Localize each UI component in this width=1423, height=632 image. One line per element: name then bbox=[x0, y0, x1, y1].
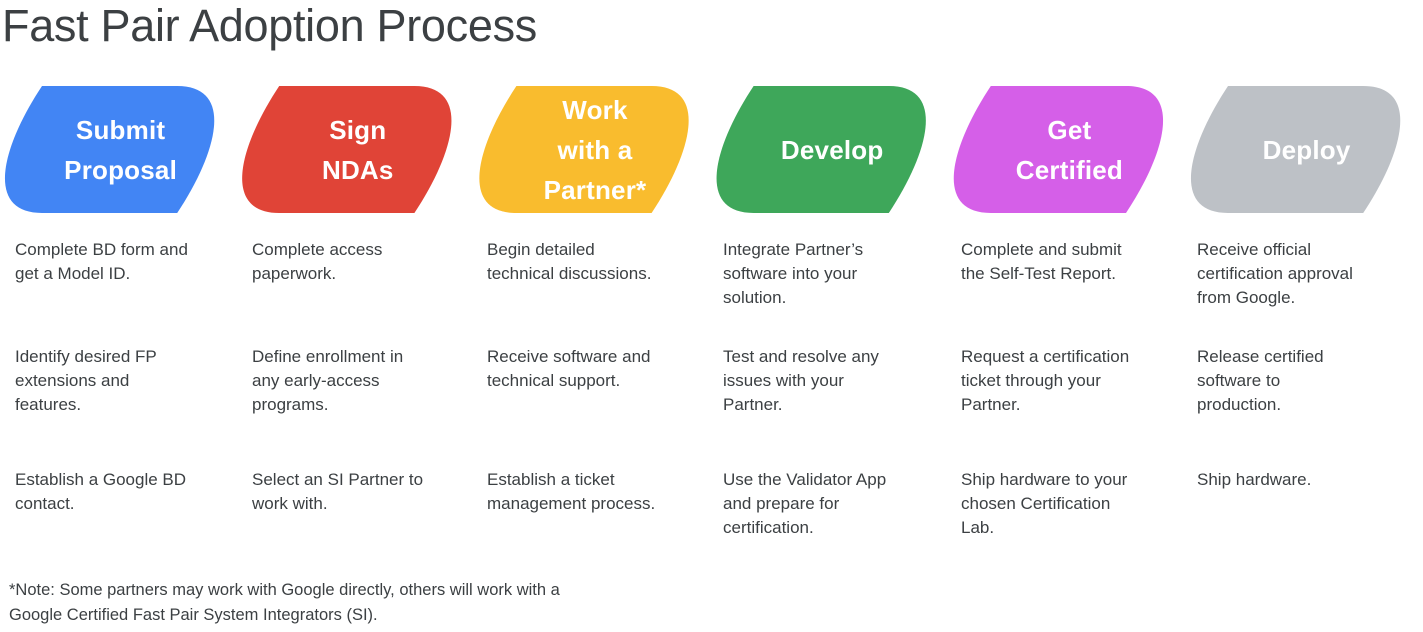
step-item: Use the Validator App and prepare for ce… bbox=[723, 470, 887, 537]
step-item: Identify desired FP extensions and featu… bbox=[15, 347, 157, 414]
chevron-stage-6[interactable] bbox=[1190, 86, 1401, 213]
step-item: Complete and submit the Self-Test Report… bbox=[961, 240, 1122, 283]
chevron-stage-4[interactable] bbox=[716, 86, 926, 213]
step-item: Define enrollment in any early-access pr… bbox=[252, 347, 404, 414]
step-item: Receive software and technical support. bbox=[487, 347, 651, 390]
chevron-stage-5[interactable] bbox=[953, 86, 1164, 213]
step-item: Begin detailed technical discussions. bbox=[487, 240, 652, 283]
chevron-stage-2[interactable] bbox=[242, 86, 452, 213]
step-item: Complete BD form and get a Model ID. bbox=[15, 240, 188, 283]
footnote: *Note: Some partners may work with Googl… bbox=[9, 581, 560, 624]
step-item: Receive official certification approval … bbox=[1197, 240, 1353, 307]
step-item: Request a certification ticket through y… bbox=[961, 347, 1130, 414]
step-item: Integrate Partner’s software into your s… bbox=[723, 240, 864, 307]
chevron-stage-1[interactable] bbox=[4, 86, 215, 213]
step-item: Release certified software to production… bbox=[1197, 347, 1324, 414]
step-item: Complete access paperwork. bbox=[252, 240, 383, 283]
step-item: Ship hardware to your chosen Certificati… bbox=[961, 470, 1128, 537]
chevron-shapes bbox=[4, 86, 1401, 213]
step-item: Select an SI Partner to work with. bbox=[252, 470, 424, 513]
page-title: Fast Pair Adoption Process bbox=[2, 0, 537, 51]
chevron-stage-3[interactable] bbox=[479, 86, 689, 213]
step-item: Test and resolve any issues with your Pa… bbox=[723, 347, 879, 414]
step-item: Ship hardware. bbox=[1197, 470, 1312, 489]
step-item: Establish a Google BD contact. bbox=[15, 470, 187, 513]
step-item: Establish a ticket management process. bbox=[487, 470, 656, 513]
